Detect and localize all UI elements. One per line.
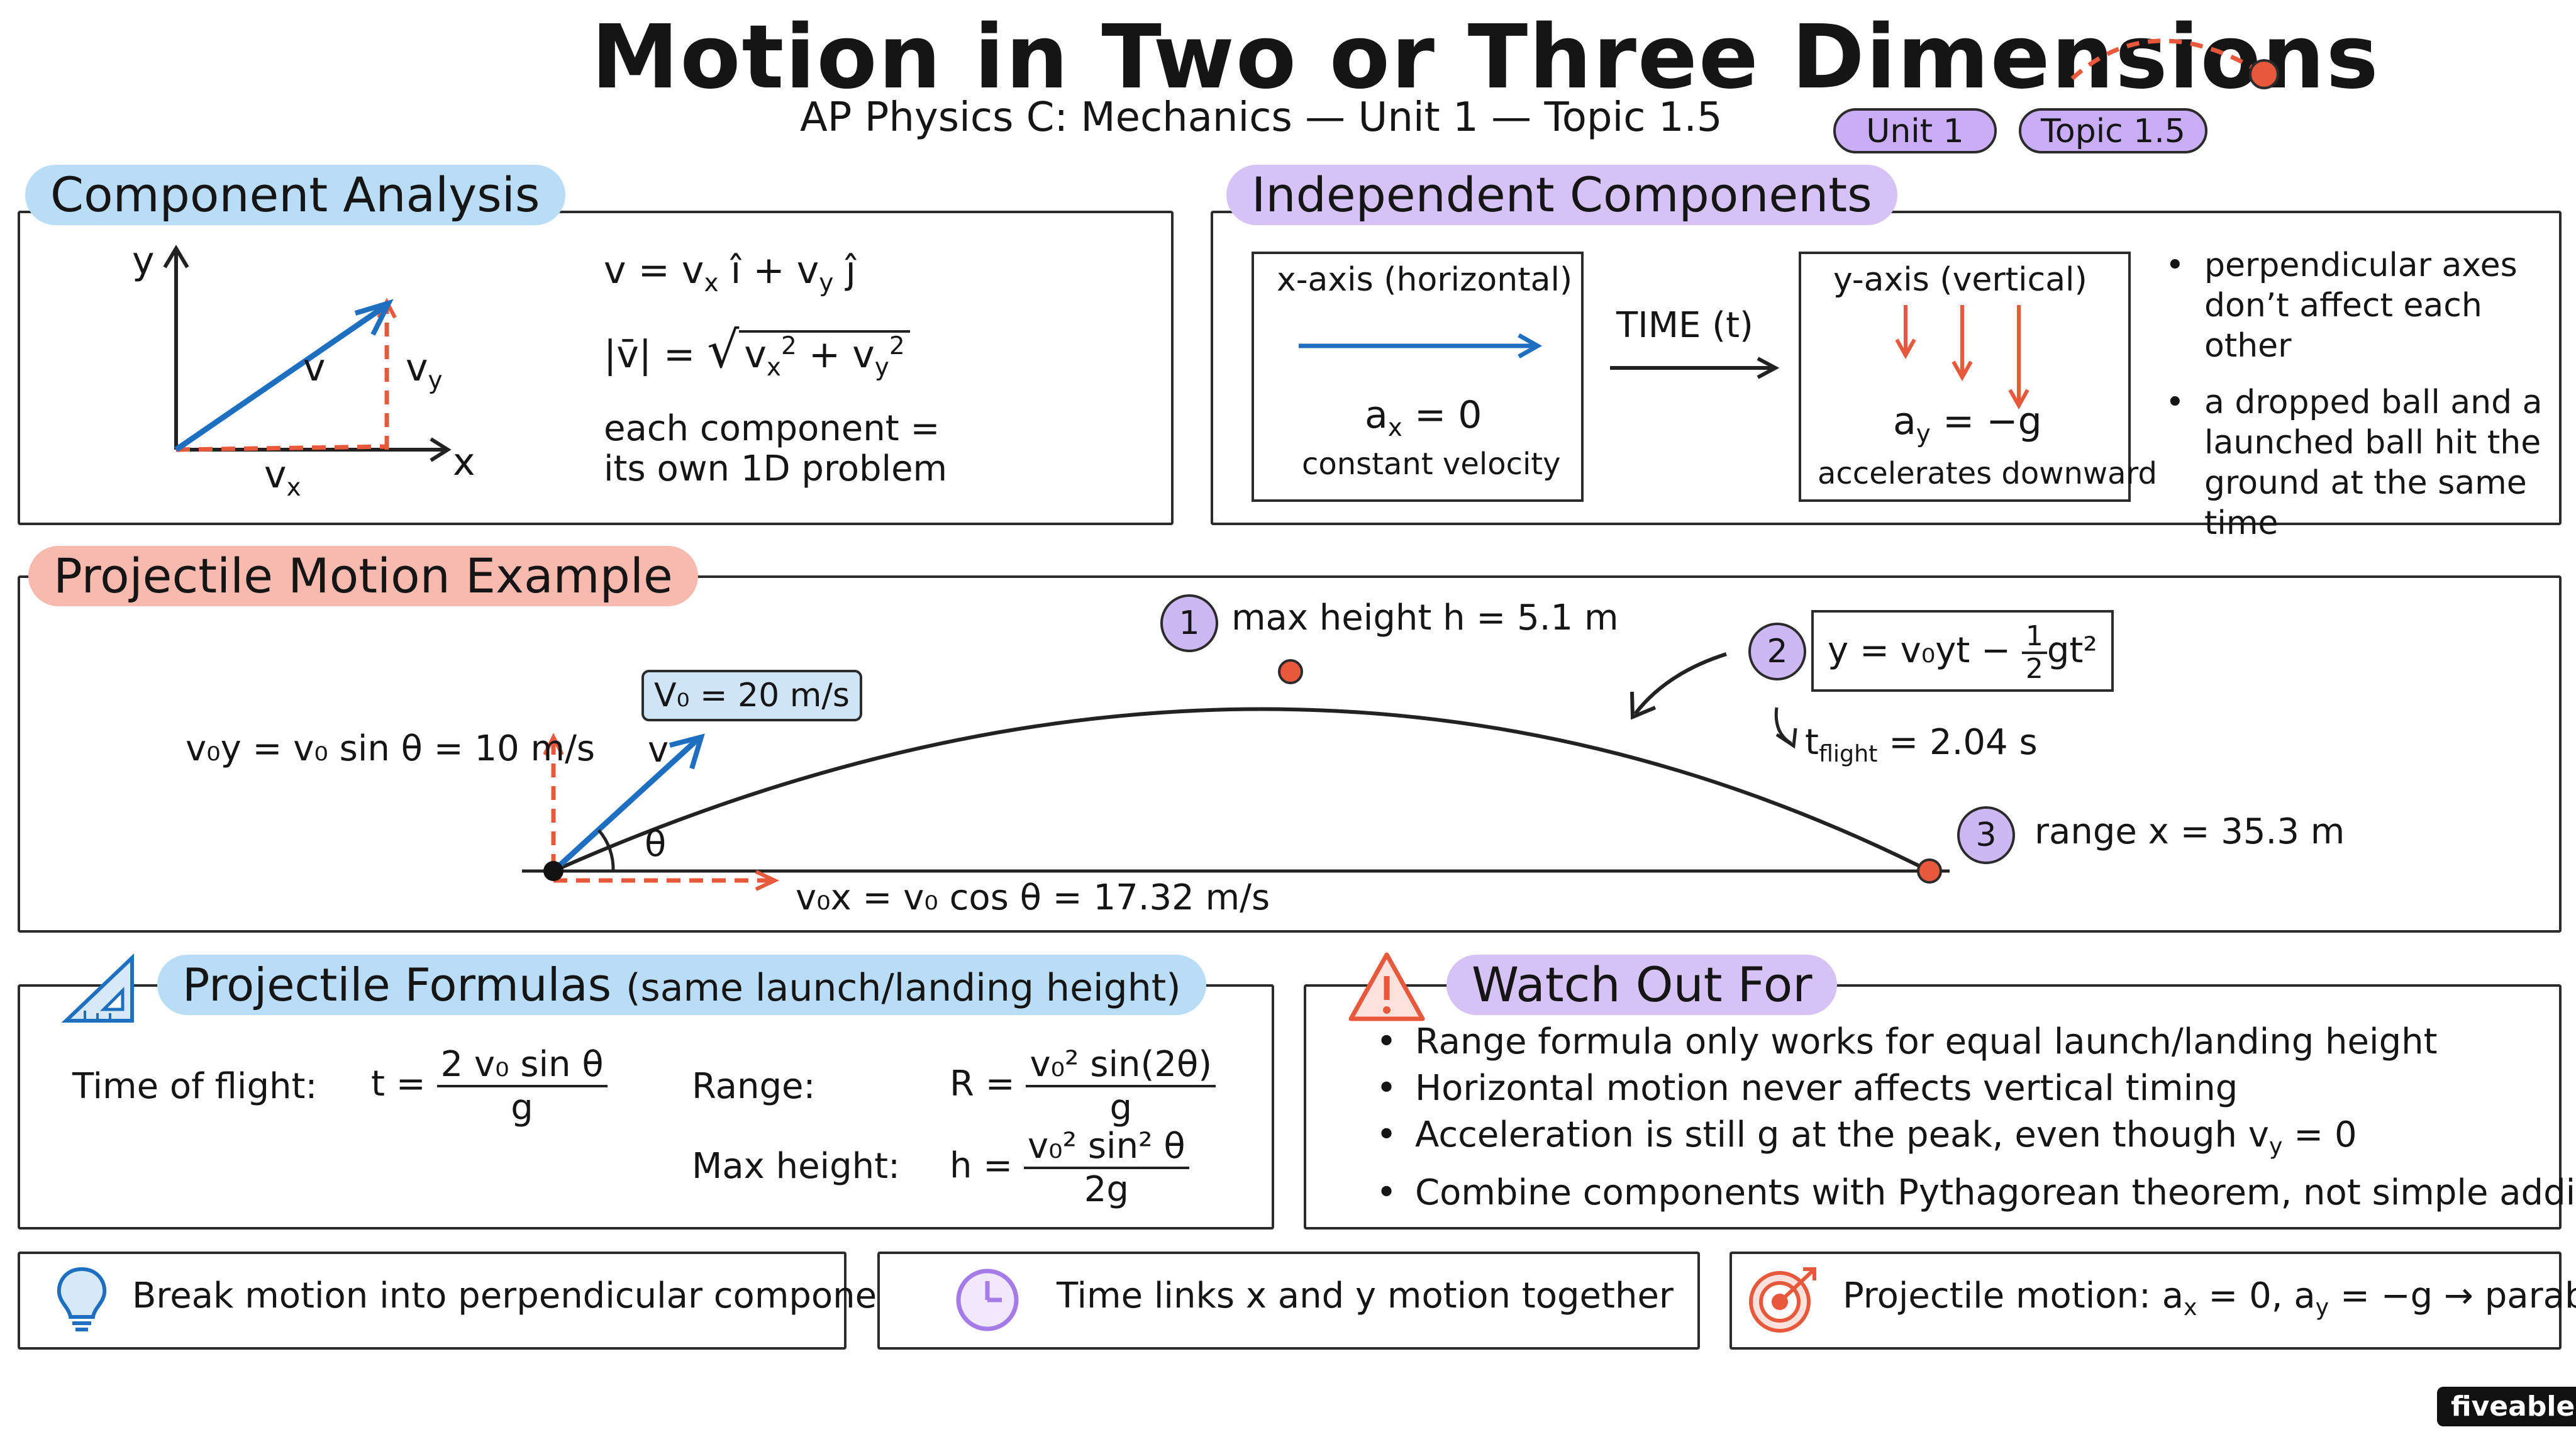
y-axis-card-title: y-axis (vertical) [1833,261,2087,299]
vy-component-label: vy [406,346,443,395]
vox-label: v₀x = v₀ cos θ = 17.32 m/s [796,877,1270,918]
magnitude-equation: |v̄| = √vx2 + vy2 [604,321,910,382]
ruler-triangle-icon [61,953,134,1023]
tip-card-components [18,1252,847,1350]
tip-parabola-text: Projectile motion: ax = 0, ay = −g → par… [1843,1275,2576,1321]
vx-component-label: vx [264,453,301,502]
formulas-title: Projectile Formulas (same launch/landing… [157,955,1206,1015]
brand-logo: fiveable [2437,1387,2576,1426]
velocity-vector-equation: v = vx î + vy ĵ [604,248,857,297]
independence-bullets: perpendicular axes don’t affect each oth… [2160,245,2550,543]
component-vector-diagram [163,245,452,462]
voy-label: v₀y = v₀ sin θ = 10 m/s [186,728,596,769]
projectile-example-panel [18,575,2562,933]
x-velocity-arrow-icon [1299,333,1543,359]
lightbulb-icon [57,1267,107,1331]
x-acceleration-eq: ax = 0 [1365,393,1482,442]
tip-components-text: Break motion into perpendicular componen… [132,1275,931,1316]
flight-time-label: tflight = 2.04 s [1805,722,2038,768]
v0-label: V₀ = 20 m/s [641,670,863,721]
page-title: Motion in Two or Three Dimensions [591,6,2380,109]
warning-item: Combine components with Pythagorean theo… [1371,1170,2576,1216]
range-formula-label: Range: [692,1066,816,1107]
x-axis-card [1252,252,1584,502]
watch-out-list: Range formula only works for equal launc… [1371,1019,2576,1216]
component-note: each component = its own 1D problem [604,408,948,489]
gravity-arrows-icon [1895,305,2029,410]
y-axis-desc: accelerates downward [1818,456,2157,491]
bullet-item: a dropped ball and a launched ball hit t… [2160,382,2550,543]
topic-badge: Topic 1.5 [2019,108,2207,153]
range-label: range x = 35.3 m [2035,811,2345,852]
independent-components-title: Independent Components [1226,165,1897,225]
warning-item: Horizontal motion never affects vertical… [1371,1065,2541,1112]
v-vector-label: v [648,730,669,770]
tip-time-text: Time links x and y motion together [1057,1275,1674,1316]
flight-time-formula-label: Time of flight: [72,1066,318,1107]
theta-label: θ [645,824,667,865]
unit-badge: Unit 1 [1833,108,1997,153]
formulas-panel [18,984,1274,1230]
warning-item: Range formula only works for equal launc… [1371,1019,2541,1065]
projectile-trajectory-diagram [522,652,1950,891]
component-analysis-panel [18,211,1174,525]
axis-y-label: y [132,239,155,283]
projectile-example-title: Projectile Motion Example [28,546,698,606]
y-axis-card [1799,252,2131,502]
bullet-item: perpendicular axes don’t affect each oth… [2160,245,2550,366]
max-height-formula-label: Max height: [692,1146,900,1187]
max-height-label: max height h = 5.1 m [1231,597,1619,638]
clock-icon [956,1269,1019,1331]
watch-out-title: Watch Out For [1446,955,1838,1015]
range-formula: R = v₀² sin(2θ)g [950,1044,1216,1128]
step-3-marker: 3 [1957,806,2015,864]
y-acceleration-eq: ay = −g [1893,399,2042,448]
target-icon [1749,1267,1816,1333]
page-subtitle: AP Physics C: Mechanics — Unit 1 — Topic… [800,94,1723,141]
time-label: TIME (t) [1616,305,1753,346]
warning-icon [1348,952,1425,1021]
x-axis-desc: constant velocity [1302,447,1561,482]
step-1-marker: 1 [1160,594,1218,652]
time-arrow-icon [1610,357,1780,379]
warning-item: Acceleration is still g at the peak, eve… [1371,1112,2541,1170]
axis-x-label: x [453,440,475,484]
trajectory-doodle-icon [2070,38,2279,89]
component-analysis-title: Component Analysis [25,165,565,225]
step-2-marker: 2 [1748,623,1806,680]
vector-v-label: v [303,346,326,390]
x-axis-card-title: x-axis (horizontal) [1277,261,1573,299]
tip-card-parabola [1729,1252,2562,1350]
